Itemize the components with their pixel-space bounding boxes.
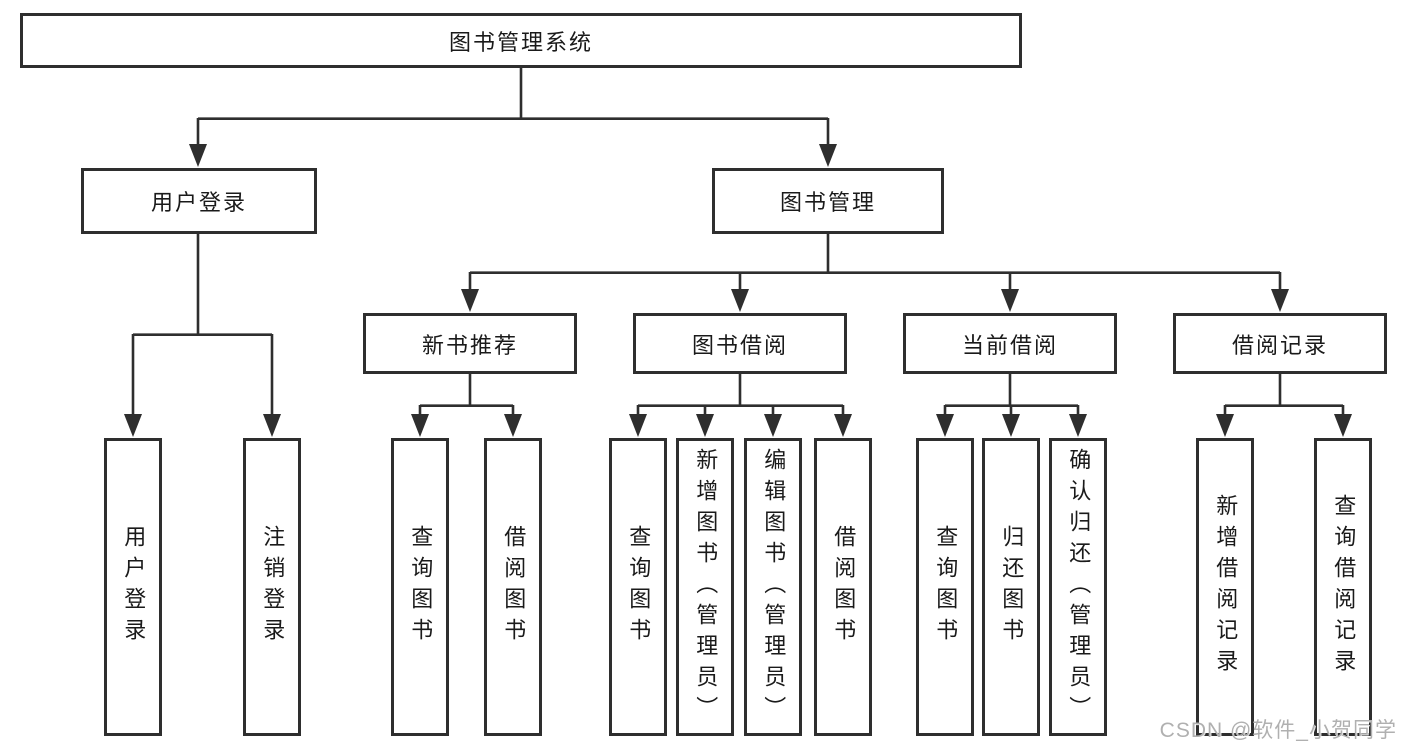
node-label: 图书借阅 (691, 332, 788, 358)
node-library-system: 图书管理系统 (20, 13, 1022, 68)
node-label: 新增图书（管理员） (693, 447, 719, 727)
arrow-icon (1334, 414, 1352, 437)
node-label: 借阅记录 (1231, 332, 1328, 358)
leaf-add-books-admin: 新增图书（管理员） (676, 438, 734, 736)
node-label: 查询图书 (933, 525, 959, 649)
arrow-icon (764, 414, 782, 437)
arrow-icon (1271, 289, 1289, 312)
node-label: 注销登录 (260, 525, 286, 649)
leaf-edit-books-admin: 编辑图书（管理员） (744, 438, 802, 736)
arrow-icon (1002, 414, 1020, 437)
arrow-icon (263, 414, 281, 437)
node-label: 查询图书 (408, 525, 434, 649)
node-book-management: 图书管理 (712, 168, 944, 234)
arrow-icon (834, 414, 852, 437)
node-label: 借阅图书 (501, 525, 527, 649)
node-label: 图书管理系统 (448, 29, 593, 55)
node-borrowing-records: 借阅记录 (1173, 313, 1387, 374)
arrow-icon (504, 414, 522, 437)
arrow-icon (189, 144, 207, 167)
node-current-borrowing: 当前借阅 (903, 313, 1117, 374)
arrow-icon (731, 289, 749, 312)
leaf-user-login: 用户登录 (104, 438, 162, 736)
node-label: 用户登录 (121, 525, 147, 649)
arrow-icon (819, 144, 837, 167)
node-label: 查询图书 (626, 525, 652, 649)
node-label: 图书管理 (779, 190, 876, 215)
leaf-logout: 注销登录 (243, 438, 301, 736)
leaf-confirm-return-admin: 确认归还（管理员） (1049, 438, 1107, 736)
leaf-borrow-books-recommend: 借阅图书 (484, 438, 542, 736)
node-new-book-recommend: 新书推荐 (363, 313, 577, 374)
arrow-icon (411, 414, 429, 437)
arrow-icon (1001, 289, 1019, 312)
csdn-watermark: CSDN @软件_小贺同学 (1159, 719, 1397, 742)
arrow-icon (696, 414, 714, 437)
leaf-query-borrow-record: 查询借阅记录 (1314, 438, 1372, 736)
arrowheads (124, 144, 1352, 437)
leaf-query-books-current: 查询图书 (916, 438, 974, 736)
leaf-borrow-books-borrowing: 借阅图书 (814, 438, 872, 736)
node-label: 编辑图书（管理员） (761, 447, 787, 727)
node-user-login: 用户登录 (81, 168, 317, 234)
leaf-add-borrow-record: 新增借阅记录 (1196, 438, 1254, 736)
arrow-icon (124, 414, 142, 437)
node-label: 用户登录 (150, 190, 247, 215)
arrow-icon (1216, 414, 1234, 437)
arrow-icon (936, 414, 954, 437)
arrow-icon (1069, 414, 1087, 437)
node-label: 归还图书 (999, 525, 1025, 649)
node-label: 查询借阅记录 (1331, 494, 1357, 680)
node-label: 借阅图书 (831, 525, 857, 649)
node-label: 新书推荐 (421, 332, 518, 358)
node-label: 当前借阅 (961, 332, 1058, 358)
arrow-icon (461, 289, 479, 312)
node-label: 新增借阅记录 (1213, 494, 1239, 680)
node-label: 确认归还（管理员） (1066, 447, 1092, 727)
leaf-query-books-recommend: 查询图书 (391, 438, 449, 736)
leaf-query-books-borrowing: 查询图书 (609, 438, 667, 736)
leaf-return-books: 归还图书 (982, 438, 1040, 736)
node-book-borrowing: 图书借阅 (633, 313, 847, 374)
arrow-icon (629, 414, 647, 437)
